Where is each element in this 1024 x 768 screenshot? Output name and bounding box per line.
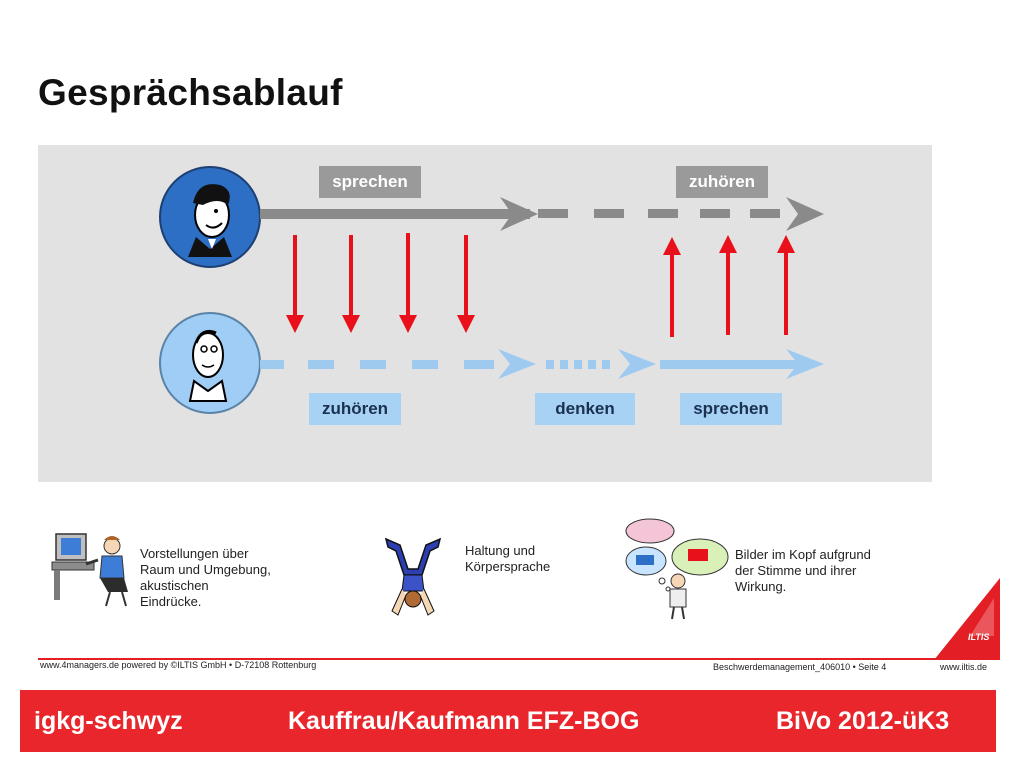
caption-mental-images: Bilder im Kopf aufgrund der Stimme und i… — [735, 547, 871, 594]
label-bottom-sprechen: sprechen — [680, 393, 782, 425]
caption-body-language: Haltung und Körpersprache — [465, 543, 551, 574]
label-top-sprechen: sprechen — [319, 166, 421, 198]
listener-talk-arrow — [660, 349, 824, 379]
footer-left-text: www.4managers.de powered by ©ILTIS GmbH … — [40, 660, 317, 670]
slide-title: Gesprächsablauf — [38, 72, 343, 113]
bottom-bar-center: Kauffrau/Kaufmann EFZ-BOG — [288, 707, 640, 735]
footer-url-text: www.iltis.de — [940, 662, 988, 672]
conversation-flow-diagram: sprechen zuhören zuhören denken sprechen — [38, 145, 932, 482]
speaker-talk-arrow — [260, 197, 538, 231]
bottom-bar-right: BiVo 2012-üK3 — [776, 707, 950, 735]
speaker-avatar-icon — [159, 166, 261, 268]
flow-arrows — [159, 166, 824, 414]
footer-divider — [38, 658, 996, 660]
listener-avatar-icon — [159, 312, 261, 414]
listener-think-dotted-arrow — [546, 349, 656, 379]
listener-listen-dashed-arrow — [260, 349, 536, 379]
computer-user-icon — [51, 533, 128, 607]
handstand-person-icon — [384, 537, 442, 616]
speaker-listen-dashed-arrow — [538, 197, 824, 231]
iltis-logo: ILTIS — [934, 578, 1000, 660]
bottom-bar-left: igkg-schwyz — [34, 707, 183, 735]
footer-right-text: Beschwerdemanagement_406010 • Seite 4 — [713, 662, 887, 672]
red-up-arrows — [663, 235, 795, 337]
label-top-zuhoeren: zuhören — [676, 166, 768, 198]
label-bottom-zuhoeren: zuhören — [309, 393, 401, 425]
bottom-bar: igkg-schwyz Kauffrau/Kaufmann EFZ-BOG Bi… — [20, 690, 996, 752]
red-down-arrows — [286, 233, 475, 333]
label-bottom-denken: denken — [535, 393, 635, 425]
caption-spatial-impressions: Vorstellungen über Raum und Umgebung, ak… — [140, 546, 271, 609]
thought-cloud-person-icon — [625, 518, 729, 620]
iltis-logo-text: ILTIS — [968, 632, 989, 642]
